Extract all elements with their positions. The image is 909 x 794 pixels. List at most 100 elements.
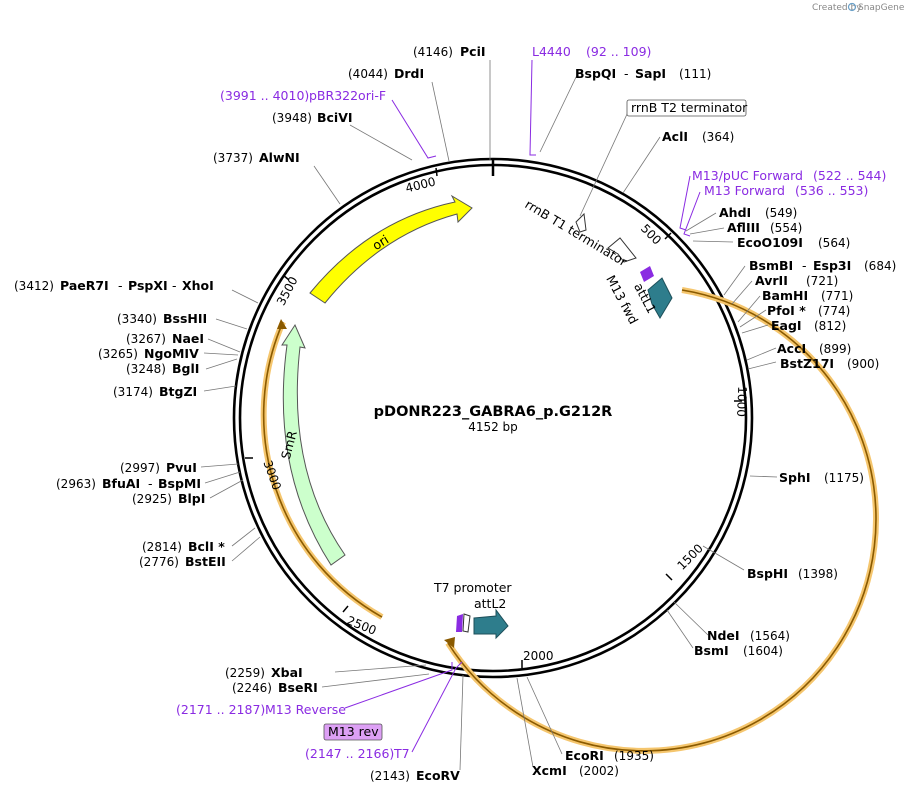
tick-3500: 3500	[274, 274, 301, 308]
site-bseri-name: BseRI	[278, 680, 318, 695]
site-ngomiv-pos: (3265)	[98, 347, 138, 361]
attl1-feature[interactable]	[647, 277, 673, 319]
ori-feature[interactable]	[309, 194, 473, 304]
site-bsphi-pos: (1398)	[798, 567, 838, 581]
primer-m13puc-range: (522 .. 544)	[813, 168, 886, 183]
site-pvui-pos: (2997)	[120, 461, 160, 475]
site-ahdi-name: AhdI	[719, 205, 751, 220]
primer-leader-lines	[344, 59, 701, 753]
site-ecorv-pos: (2143)	[370, 769, 410, 783]
site-pfoi-pos: (774)	[818, 304, 850, 318]
m13-rev-label-box	[323, 723, 383, 741]
site-pvui-name: PvuI	[166, 460, 197, 475]
site-ndei-name: NdeI	[707, 628, 740, 643]
tick-500: 500	[638, 221, 664, 247]
site-bamhi-pos: (771)	[821, 289, 853, 303]
primer-m13puc-name: M13/pUC Forward	[692, 168, 803, 183]
primer-m13fwd-name: M13 Forward	[704, 183, 785, 198]
site-bspqi-name: BspQI	[575, 66, 616, 81]
site-bseri-pos: (2246)	[232, 681, 272, 695]
orf-arrowhead-right	[444, 637, 455, 648]
site-bsteii-pos: (2776)	[139, 555, 179, 569]
site-acci-pos: (899)	[819, 342, 851, 356]
rrnb-t1-terminator-icon[interactable]	[607, 237, 637, 263]
tick-1000: 1000	[734, 386, 749, 417]
restriction-sites-right: BspQI - SapI (111) AclI (364) AhdI (549)…	[532, 66, 896, 778]
site-pspxi-name: PspXI	[128, 278, 168, 293]
site-ndei-pos: (1564)	[750, 629, 790, 643]
site-bcli-pos: (2814)	[142, 540, 182, 554]
site-bsmbi-name: BsmBI	[749, 258, 793, 273]
site-pfoi-name: PfoI *	[767, 303, 806, 318]
separator-dash: -	[148, 476, 153, 491]
primer-l4440-range: (92 .. 109)	[586, 44, 651, 59]
site-xcmi-name: XcmI	[532, 763, 567, 778]
plasmid-title: pDONR223_GABRA6_p.G212R	[374, 404, 613, 420]
restriction-sites-left: (4146) PciI (4044) DrdI (3948) BciVI (37…	[14, 44, 486, 783]
rrnb-t1-label: rrnB T1 terminator	[522, 196, 630, 269]
site-bspmi-name: BspMI	[158, 476, 201, 491]
smr-feature[interactable]	[281, 323, 346, 566]
attl2-label: attL2	[474, 596, 506, 611]
site-btgzi-name: BtgZI	[159, 384, 197, 399]
snapgene-credit: Created by SnapGene	[812, 2, 905, 13]
backbone-outer-ring	[232, 157, 754, 679]
primer-pbr322-range: (3991 .. 4010)	[220, 88, 309, 103]
primer-l4440-name: L4440	[532, 44, 571, 59]
primer-m13rev-range: (2171 .. 2187)	[176, 702, 265, 717]
site-bstz17i-pos: (900)	[847, 357, 879, 371]
m13-fwd-primer-mark	[640, 266, 654, 282]
site-avrii-pos: (721)	[806, 274, 838, 288]
separator-dash: -	[624, 66, 629, 81]
site-xbai-pos: (2259)	[225, 666, 265, 680]
site-eco0109i-pos: (564)	[818, 236, 850, 250]
site-bspqi-pos: (111)	[679, 67, 711, 81]
site-ecorv-name: EcoRV	[416, 768, 460, 783]
m13-fwd-label: M13 fwd	[603, 273, 641, 327]
site-bsphi-name: BspHI	[747, 566, 788, 581]
separator-dash: -	[802, 258, 807, 273]
rrnb-t2-label-box	[626, 99, 747, 117]
site-bsmi-pos: (1604)	[743, 644, 783, 658]
site-bamhi-name: BamHI	[762, 288, 808, 303]
site-bcivi-pos: (3948)	[272, 111, 312, 125]
ori-label: ori	[370, 232, 392, 253]
site-afliii-pos: (554)	[770, 221, 802, 235]
t7-promoter-icon[interactable]	[462, 613, 471, 633]
site-bsteii-name: BstEII	[185, 554, 226, 569]
site-bcivi-name: BciVI	[317, 110, 353, 125]
site-drdi-pos: (4044)	[348, 67, 388, 81]
site-eagi-name: EagI	[771, 318, 802, 333]
site-xbai-name: XbaI	[271, 665, 303, 680]
site-acli-pos: (364)	[702, 130, 734, 144]
site-avrii-name: AvrII	[755, 273, 788, 288]
site-blpi-pos: (2925)	[132, 492, 172, 506]
site-sphi-pos: (1175)	[824, 471, 864, 485]
primer-m13rev-name: M13 Reverse	[265, 702, 346, 717]
site-ecori-name: EcoRI	[565, 748, 604, 763]
rrnb-t2-label: rrnB T2 terminator	[631, 100, 748, 115]
site-blpi-name: BlpI	[178, 491, 205, 506]
site-pcii-name: PciI	[460, 44, 486, 59]
primer-t7-name: T7	[393, 746, 410, 761]
site-pcii-pos: (4146)	[413, 45, 453, 59]
site-btgzi-pos: (3174)	[113, 385, 153, 399]
snapgene-logo-icon	[847, 2, 857, 12]
site-bsmbi-pos: (684)	[864, 259, 896, 273]
site-paer7i-name: PaeR7I	[60, 278, 109, 293]
primer-m13fwd-range: (536 .. 553)	[795, 183, 868, 198]
attl2-feature[interactable]	[473, 608, 509, 640]
site-acli-name: AclI	[662, 129, 688, 144]
site-bsmi-name: BsmI	[694, 643, 729, 658]
site-eco0109i-name: EcoO109I	[737, 235, 803, 250]
site-alwni-name: AlwNI	[259, 150, 300, 165]
site-xhoi-name: XhoI	[182, 278, 214, 293]
site-bfuai-pos: (2963)	[56, 477, 96, 491]
site-esp3i-name: Esp3I	[813, 258, 851, 273]
rrnb-t2-terminator-icon[interactable]	[575, 212, 587, 233]
site-xcmi-pos: (2002)	[579, 764, 619, 778]
site-sapi-name: SapI	[635, 66, 666, 81]
site-bfuai-name: BfuAI	[102, 476, 140, 491]
site-bstz17i-name: BstZ17I	[780, 356, 834, 371]
